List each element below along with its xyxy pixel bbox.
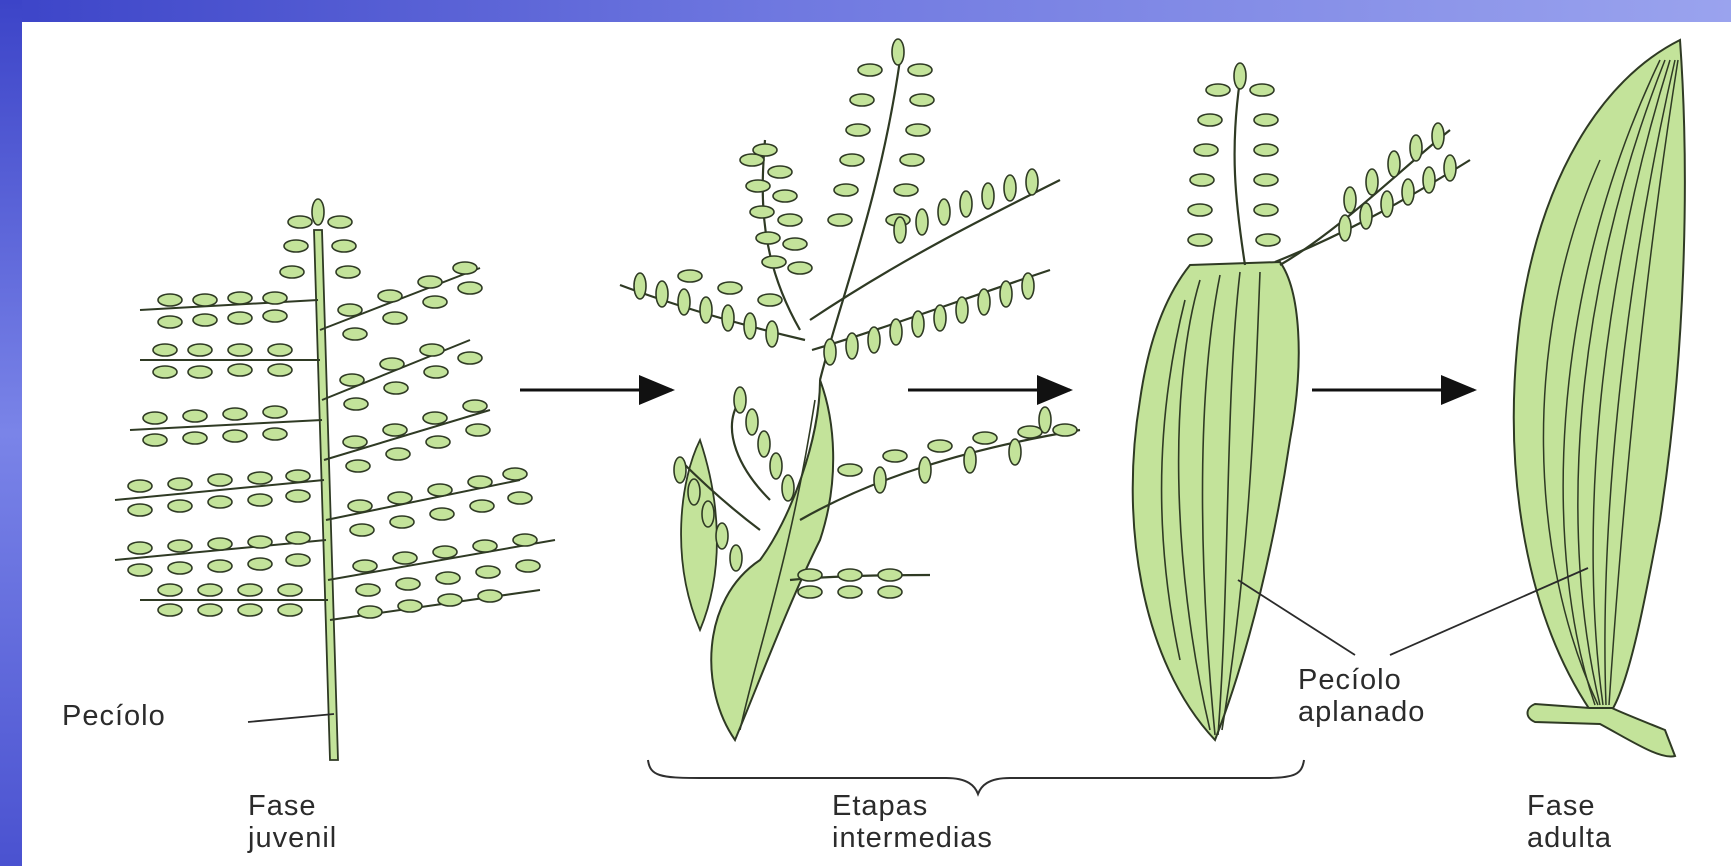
adult-phyllode	[1514, 40, 1685, 757]
etapas-brace	[648, 760, 1304, 794]
label-fase-juvenil-2: juvenil	[248, 822, 337, 854]
peciolo-leader	[248, 714, 334, 722]
label-etapas-1: Etapas	[832, 790, 928, 822]
label-etapas-2: intermedias	[832, 822, 993, 854]
label-fase-adulta-2: adulta	[1527, 822, 1612, 854]
label-peciolo: Pecíolo	[62, 700, 166, 732]
label-peciolo-aplanado-2: aplanado	[1298, 696, 1425, 728]
intermediate-leaf-2	[1133, 63, 1470, 740]
label-peciolo-aplanado-1: Pecíolo	[1298, 664, 1402, 696]
juvenile-leaf	[115, 199, 555, 760]
label-fase-juvenil-1: Fase	[248, 790, 316, 822]
label-fase-adulta-1: Fase	[1527, 790, 1595, 822]
peciolo-aplanado-leader-1	[1238, 580, 1355, 655]
